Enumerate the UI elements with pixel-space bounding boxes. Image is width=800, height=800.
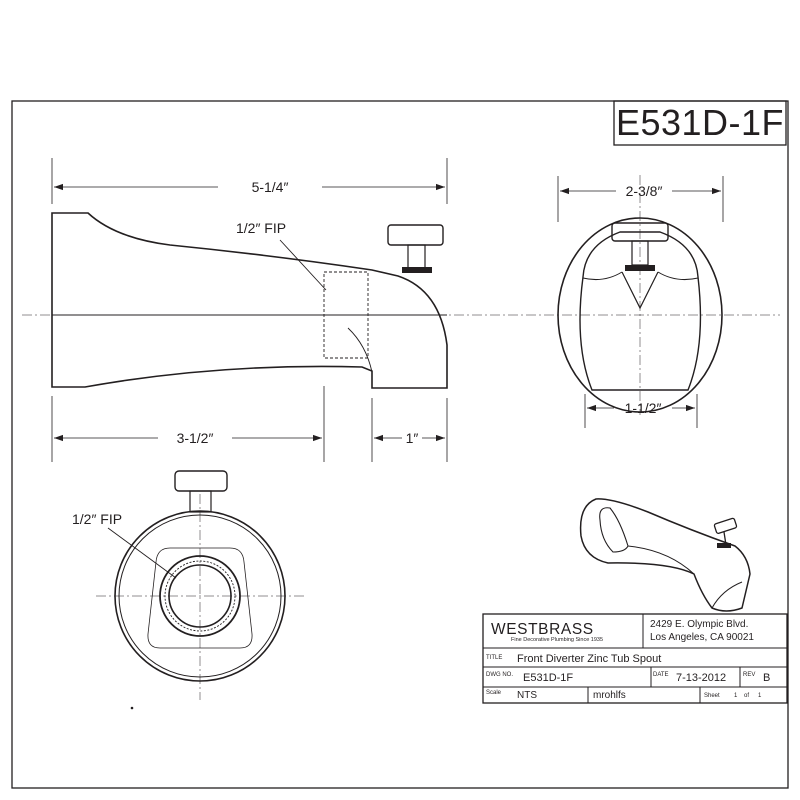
- sheet-label: Sheet: [704, 693, 720, 699]
- drawing-border: [11, 100, 789, 789]
- date-value: 7-13-2012: [676, 672, 726, 684]
- outlet-offset-label: 1″: [406, 430, 419, 446]
- rear-connection-label: 1/2″ FIP: [72, 511, 122, 527]
- front-view: [557, 175, 724, 428]
- overall-length-label: 5-1/4″: [252, 179, 289, 195]
- date-label: DATE: [653, 672, 669, 678]
- sheet-number: 1: [734, 693, 738, 699]
- rev-value: B: [763, 672, 770, 684]
- title-label: TITLE: [486, 655, 502, 661]
- rev-label: REV: [743, 672, 755, 678]
- outlet-width-label: 1-1/2″: [625, 400, 662, 416]
- address-line-1: 2429 E. Olympic Blvd.: [650, 619, 748, 630]
- dwg-no-label: DWG NO.: [486, 672, 513, 678]
- title-block: [482, 613, 788, 704]
- side-connection-label: 1/2″ FIP: [236, 220, 286, 236]
- company-name: WESTBRASS: [491, 621, 594, 638]
- part-number-box: [613, 100, 787, 146]
- sheet-total: 1: [758, 693, 762, 699]
- part-number: E531D-1F: [615, 102, 785, 143]
- dwg-no-value: E531D-1F: [523, 672, 573, 684]
- company-tagline: Fine Decorative Plumbing Since 1935: [511, 637, 603, 643]
- scale-label: Scale: [486, 690, 502, 696]
- scale-value: NTS: [517, 690, 537, 701]
- isometric-view: [579, 498, 751, 612]
- width-label: 2-3/8″: [626, 183, 663, 199]
- rear-view: [96, 470, 306, 710]
- sheet-of: of: [744, 693, 749, 699]
- drawing-title: Front Diverter Zinc Tub Spout: [517, 653, 661, 665]
- side-view: [22, 158, 780, 462]
- address-line-2: Los Angeles, CA 90021: [650, 632, 754, 643]
- drawn-by: mrohlfs: [593, 690, 626, 701]
- length-to-wall-label: 3-1/2″: [177, 430, 214, 446]
